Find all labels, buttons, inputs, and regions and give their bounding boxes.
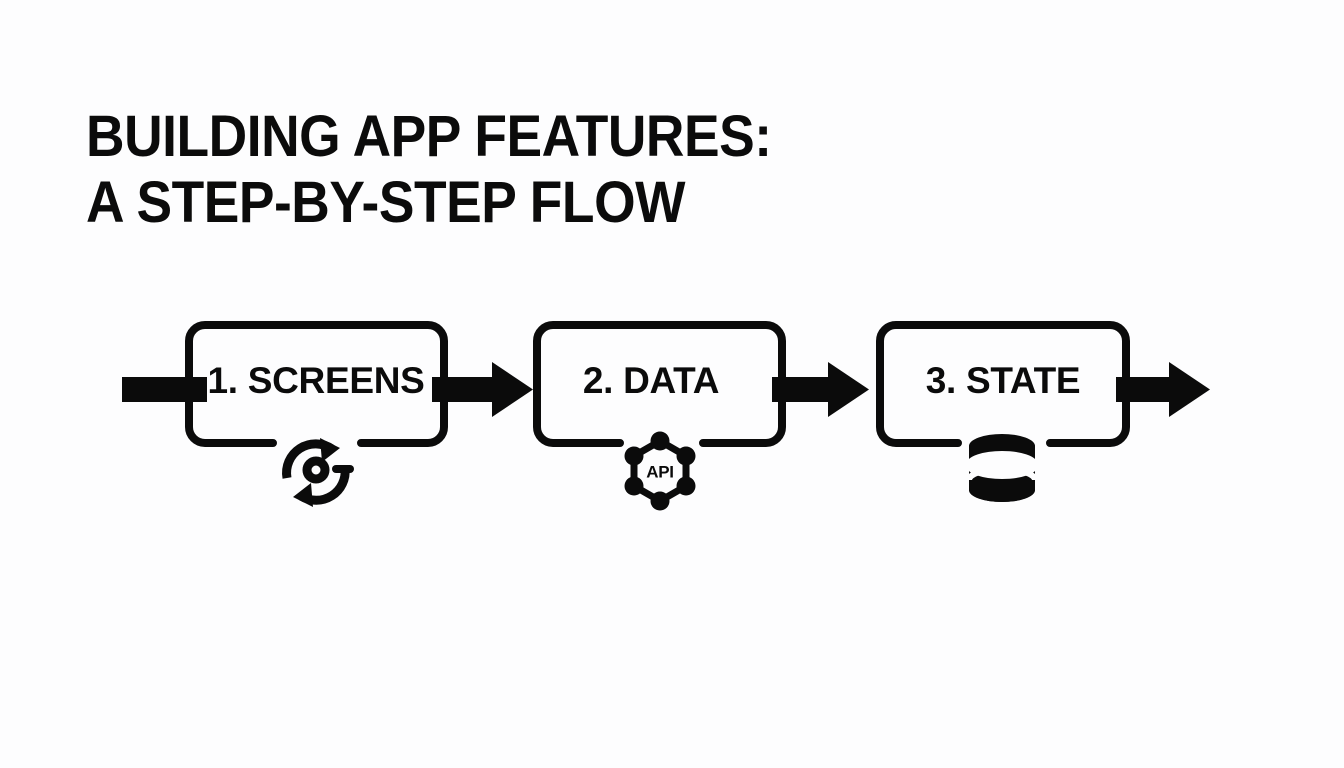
title-line-2: A STEP-BY-STEP FLOW <box>86 170 686 235</box>
api-icon-label: API <box>646 462 673 481</box>
flow-step-state[interactable]: 3. STATE <box>876 321 1130 502</box>
step-box-outline-screens <box>185 321 448 447</box>
step-label-screens: 1. SCREENS <box>207 360 424 401</box>
connector-entry-bar <box>122 377 207 402</box>
step-label-state: 3. STATE <box>926 360 1081 401</box>
page-title: BUILDING APP FEATURES: A STEP-BY-STEP FL… <box>86 104 1186 236</box>
connector-arrow-state-exit <box>1116 362 1210 417</box>
step-box-outline-state <box>876 321 1130 447</box>
connector-arrow-data-to-state <box>772 362 869 417</box>
title-line-1: BUILDING APP FEATURES: <box>86 104 772 169</box>
step-box-outline-data <box>533 321 786 447</box>
api-hexagon-node-icon: API <box>624 431 696 511</box>
step-label-data: 2. DATA <box>583 360 719 401</box>
sync-refresh-icon <box>282 438 354 507</box>
database-cylinder-icon <box>966 434 1038 502</box>
flow-step-screens[interactable]: 1. SCREENS <box>185 321 448 507</box>
flow-step-data[interactable]: 2. DATA API <box>533 321 786 511</box>
